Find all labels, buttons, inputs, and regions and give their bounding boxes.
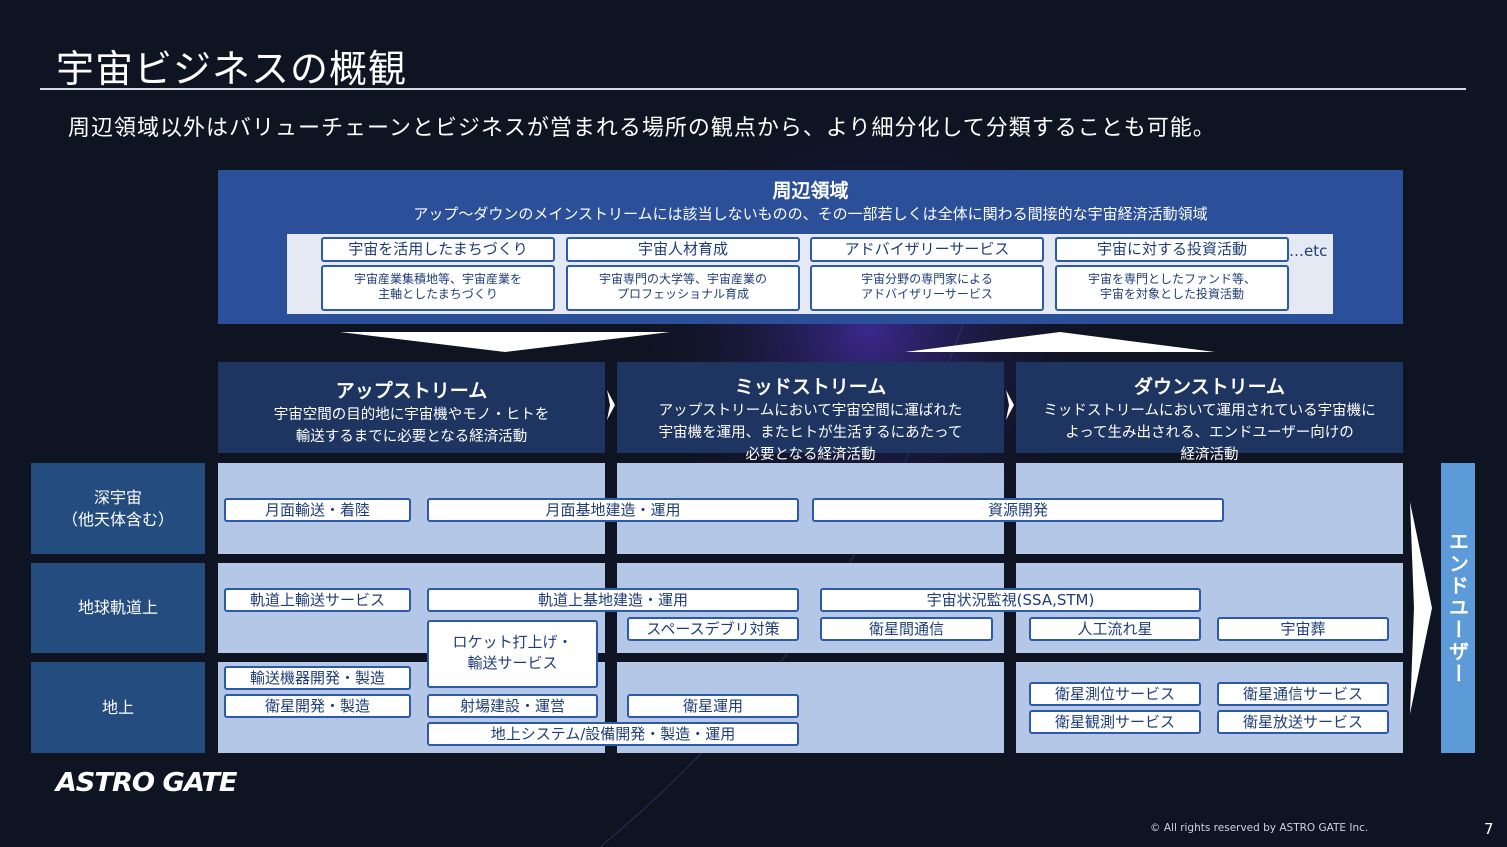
stage-title: ミッドストリーム <box>734 376 887 398</box>
peripheral-title: 周辺領域 <box>772 180 849 202</box>
row-label-line: 深宇宙 <box>93 487 142 507</box>
upstream-header: アップストリーム 宇宙空間の目的地に宇宙機やモノ・ヒトを 輸送するまでに必要とな… <box>218 362 605 453</box>
grid-cell <box>1016 662 1403 753</box>
peripheral-item-label: アドバイザリーサービス <box>810 237 1044 262</box>
detail-line: アドバイザリーサービス <box>861 287 993 301</box>
stage-desc-line: よって生み出される、エンドユーザー向けの <box>1065 425 1354 441</box>
peripheral-description: アップ～ダウンのメインストリームには該当しないものの、その一部若しくは全体に関わ… <box>413 205 1208 223</box>
peripheral-item-detail: 宇宙を専門としたファンド等、 宇宙を対象とした投資活動 <box>1055 265 1289 311</box>
up-wedge-arrow <box>905 332 1215 352</box>
row-label-line: 地球軌道上 <box>77 598 158 617</box>
page-number: 7 <box>1484 820 1494 838</box>
activity-tag: 人工流れ星 <box>1029 617 1201 641</box>
stage-desc-line: ミッドストリームにおいて運用されている宇宙機に <box>1043 403 1376 419</box>
chevron-right-icon <box>607 390 615 420</box>
activity-tag: 衛星運用 <box>627 694 799 718</box>
astro-gate-logo: ASTRO GATE <box>55 768 238 798</box>
stage-desc-line: 輸送するまでに必要となる経済活動 <box>295 429 528 445</box>
page-title: 宇宙ビジネスの概観 <box>56 47 408 91</box>
row-label-orbit: 地球軌道上 <box>31 563 205 653</box>
activity-tag: 宇宙状況監視(SSA,STM) <box>820 588 1201 612</box>
detail-line: プロフェッショナル育成 <box>616 287 749 301</box>
tag-line: 輸送サービス <box>467 654 558 672</box>
detail-line: 宇宙を専門としたファンド等、 <box>1087 272 1256 286</box>
peripheral-item-label: 宇宙を活用したまちづくり <box>321 237 555 262</box>
activity-tag: 月面輸送・着陸 <box>224 498 411 522</box>
activity-tag: 軌道上輸送サービス <box>224 588 411 612</box>
activity-tag: スペースデブリ対策 <box>627 617 799 641</box>
chevron-right-icon <box>1006 390 1014 420</box>
peripheral-item-label: 宇宙に対する投資活動 <box>1055 237 1289 262</box>
detail-line: 主軸としたまちづくり <box>378 287 498 301</box>
copyright: © All rights reserved by ASTRO GATE Inc. <box>1150 822 1369 834</box>
detail-line: 宇宙を対象とした投資活動 <box>1099 287 1244 301</box>
end-user-label: エンドユーザー <box>1445 531 1470 685</box>
row-label-line: （他天体含む） <box>61 509 174 529</box>
stage-desc-line: 宇宙空間の目的地に宇宙機やモノ・ヒトを <box>273 407 550 423</box>
peripheral-item-detail: 宇宙分野の専門家による アドバイザリーサービス <box>810 265 1044 311</box>
activity-tag-launch: ロケット打上げ・ 輸送サービス <box>427 620 598 688</box>
row-label-deep-space: 深宇宙 （他天体含む） <box>31 463 205 554</box>
etc-label: …etc <box>1289 242 1328 260</box>
tag-line: ロケット打上げ・ <box>452 633 573 651</box>
flow-arrow-icon <box>1410 502 1432 714</box>
activity-tag: 衛星開発・製造 <box>224 694 411 718</box>
end-user-bar: エンドユーザー <box>1441 463 1475 753</box>
activity-tag: 輸送機器開発・製造 <box>224 666 411 690</box>
midstream-header: ミッドストリーム アップストリームにおいて宇宙空間に運ばれた 宇宙機を運用、また… <box>617 362 1004 463</box>
activity-tag: 衛星間通信 <box>820 617 993 641</box>
row-label-ground: 地上 <box>31 662 205 753</box>
row-label-line: 地上 <box>101 697 134 717</box>
peripheral-domain-panel: 周辺領域 アップ～ダウンのメインストリームには該当しないものの、その一部若しくは… <box>218 170 1403 324</box>
activity-tag: 月面基地建造・運用 <box>427 498 799 522</box>
detail-line: 宇宙専門の大学等、宇宙産業の <box>598 272 767 286</box>
stage-desc-line: 必要となる経済活動 <box>745 447 876 463</box>
activity-tag: 衛星通信サービス <box>1217 682 1389 706</box>
detail-line: 宇宙産業集積地等、宇宙産業を <box>353 272 522 286</box>
activity-tag: 宇宙葬 <box>1217 617 1389 641</box>
peripheral-item-label: 宇宙人材育成 <box>566 237 800 262</box>
activity-tag: 射場建設・運営 <box>427 694 598 718</box>
stage-desc-line: アップストリームにおいて宇宙空間に運ばれた <box>658 403 963 419</box>
stage-desc-line: 宇宙機を運用、またヒトが生活するにあたって <box>658 425 963 441</box>
title-divider <box>40 88 1466 90</box>
activity-tag: 衛星測位サービス <box>1029 682 1201 706</box>
activity-tag: 地上システム/設備開発・製造・運用 <box>427 722 799 746</box>
peripheral-item-detail: 宇宙専門の大学等、宇宙産業の プロフェッショナル育成 <box>566 265 800 311</box>
down-wedge-arrow <box>340 332 670 352</box>
activity-tag: 軌道上基地建造・運用 <box>427 588 799 612</box>
activity-tag: 衛星放送サービス <box>1217 710 1389 734</box>
lead-text: 周辺領域以外はバリューチェーンとビジネスが営まれる場所の観点から、より細分化して… <box>68 116 1216 141</box>
stage-title: ダウンストリーム <box>1133 376 1286 398</box>
peripheral-items-area: 宇宙を活用したまちづくり 宇宙人材育成 アドバイザリーサービス 宇宙に対する投資… <box>287 234 1333 314</box>
peripheral-item-detail: 宇宙産業集積地等、宇宙産業を 主軸としたまちづくり <box>321 265 555 311</box>
downstream-header: ダウンストリーム ミッドストリームにおいて運用されている宇宙機に よって生み出さ… <box>1016 362 1403 463</box>
stage-desc-line: 経済活動 <box>1180 447 1239 463</box>
activity-tag: 衛星観測サービス <box>1029 710 1201 734</box>
stage-title: アップストリーム <box>335 380 488 402</box>
detail-line: 宇宙分野の専門家による <box>861 272 993 286</box>
activity-tag: 資源開発 <box>812 498 1224 522</box>
